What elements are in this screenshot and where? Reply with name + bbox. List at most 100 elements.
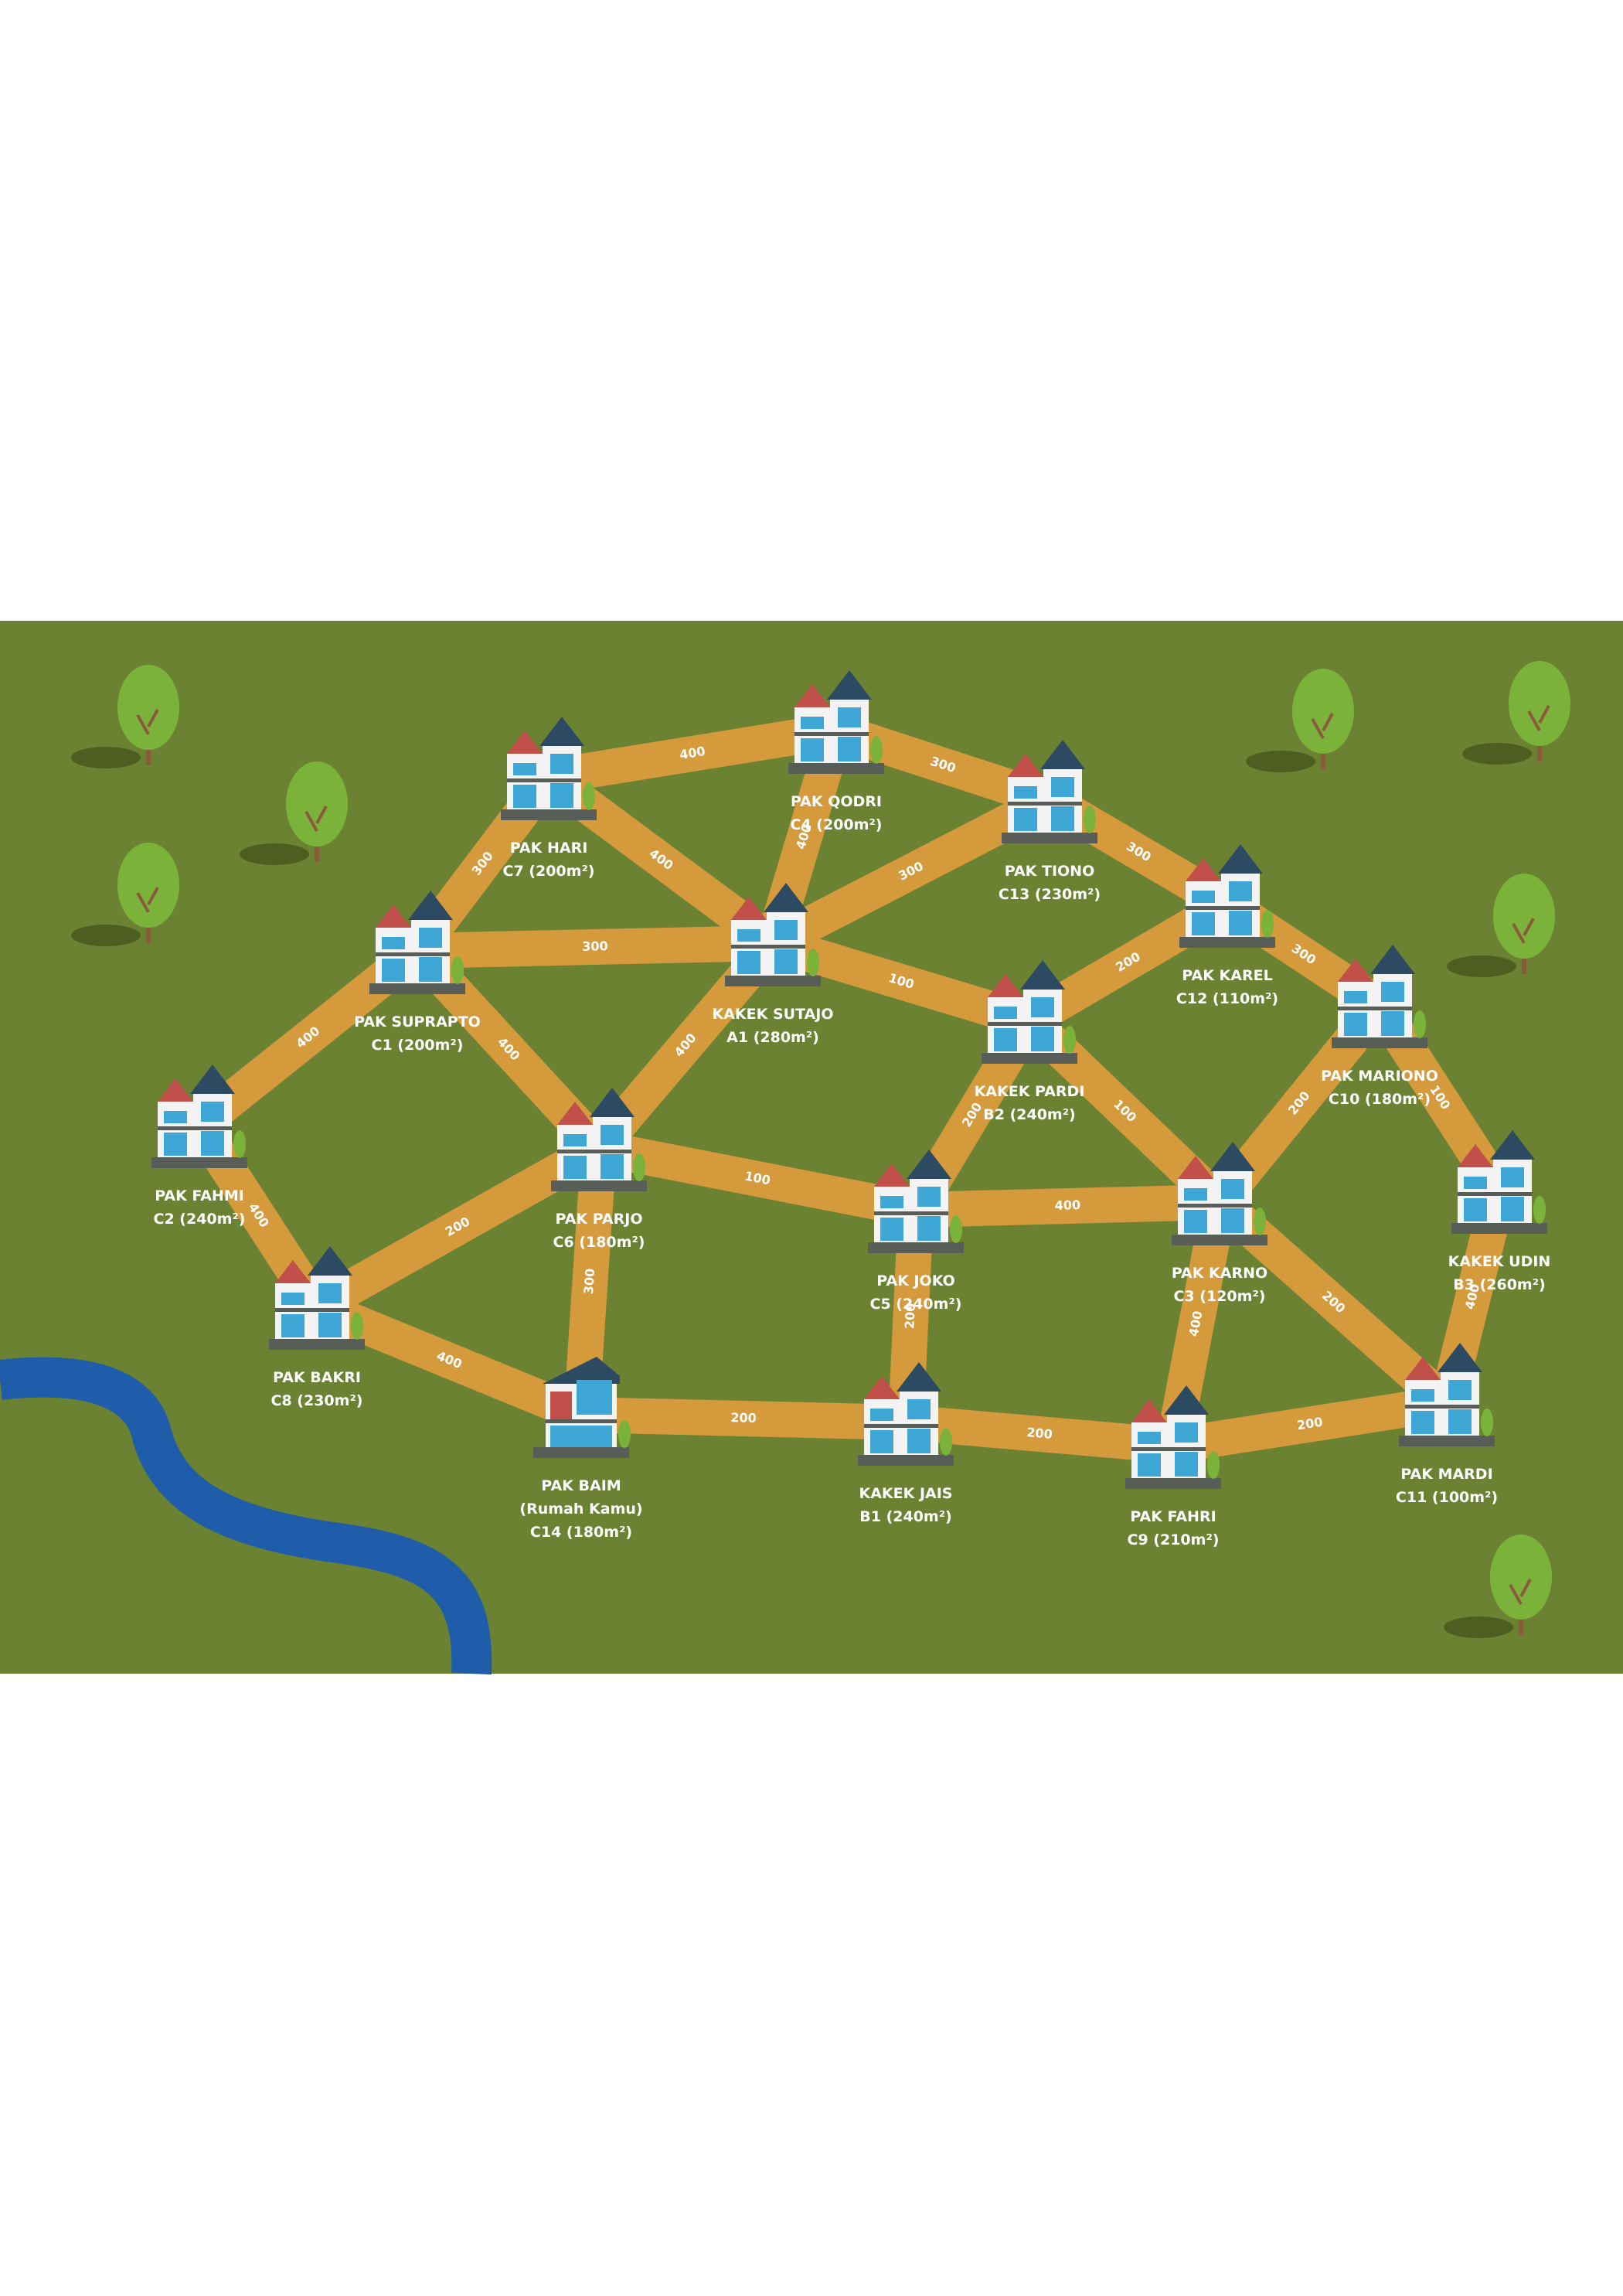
house-b3[interactable]: KAKEK UDIN B3 (260m²)	[1448, 1130, 1551, 1293]
road-segment	[308, 1132, 608, 1323]
house-code-label: C7 (200m²)	[503, 863, 595, 880]
tree-icon	[1444, 1535, 1552, 1638]
tree-icon	[71, 665, 179, 768]
house-code-label: B1 (240m²)	[859, 1508, 951, 1525]
house-code-label: C14 (180m²)	[530, 1524, 632, 1541]
house-icon	[151, 1065, 247, 1168]
house-c9[interactable]: PAK FAHRI C9 (210m²)	[1125, 1385, 1221, 1548]
house-name-label: KAKEK PARDI	[975, 1083, 1085, 1100]
house-c12[interactable]: PAK KAREL C12 (110m²)	[1176, 844, 1278, 1007]
house-icon	[868, 1150, 964, 1253]
house-name-label: PAK MARIONO	[1321, 1068, 1438, 1085]
house-code-label: C12 (110m²)	[1176, 990, 1278, 1007]
house-a1[interactable]: KAKEK SUTAJO A1 (280m²)	[713, 883, 834, 1046]
house-icon	[1179, 844, 1275, 948]
house-name-label: PAK SUPRAPTO	[354, 1013, 481, 1030]
road-segment	[915, 1184, 1220, 1228]
road-segment	[417, 925, 774, 969]
house-c14[interactable]: PAK BAIM (Rumah Kamu) C14 (180m²)	[519, 1357, 643, 1541]
river	[0, 1357, 492, 1675]
house-c1[interactable]: PAK SUPRAPTO C1 (200m²)	[354, 891, 481, 1054]
house-icon	[1125, 1385, 1221, 1489]
road-segment	[764, 784, 1058, 959]
house-icon	[551, 1088, 647, 1191]
house-c7[interactable]: PAK HARI C7 (200m²)	[501, 717, 597, 880]
house-name-label: PAK QODRI	[791, 793, 882, 810]
house-icon	[269, 1246, 365, 1350]
tree-icon	[1447, 874, 1555, 977]
house-icon	[501, 717, 597, 820]
house-code-label: C13 (230m²)	[999, 886, 1101, 903]
house-name-label: PAK FAHMI	[155, 1187, 244, 1204]
house-name-label: PAK BAIM	[541, 1477, 621, 1494]
tree-icon	[1246, 669, 1354, 772]
road-segment	[580, 1397, 907, 1440]
tree-icon	[240, 761, 348, 865]
house-icon	[725, 883, 821, 986]
house-c8[interactable]: PAK BAKRI C8 (230m²)	[269, 1246, 365, 1409]
house-b2[interactable]: KAKEK PARDI B2 (240m²)	[975, 960, 1085, 1123]
house-c13[interactable]: PAK TIONO C13 (230m²)	[999, 740, 1101, 903]
house-code-label: C9 (210m²)	[1128, 1531, 1220, 1548]
house-name-label: KAKEK SUTAJO	[713, 1006, 834, 1023]
house-name-label: KAKEK JAIS	[859, 1485, 953, 1502]
road-segment	[1170, 1385, 1450, 1463]
road-segment	[546, 713, 839, 795]
house-name-label: PAK HARI	[510, 840, 588, 857]
house-name-label: PAK KARNO	[1172, 1265, 1267, 1282]
house-icon	[788, 670, 884, 774]
road-distance-label: 200	[902, 1303, 918, 1329]
road-distance-label: 400	[1055, 1197, 1081, 1213]
house-name-label: PAK PARJO	[556, 1211, 643, 1228]
road-segment	[904, 1405, 1175, 1463]
house-code-label: B2 (240m²)	[983, 1106, 1075, 1123]
house-icon	[369, 891, 465, 994]
house-code-label: C10 (180m²)	[1329, 1091, 1431, 1108]
house-code-label: A1 (280m²)	[726, 1029, 819, 1046]
house-name-label: KAKEK UDIN	[1448, 1253, 1551, 1270]
trees	[71, 661, 1570, 1638]
house-c5[interactable]: PAK JOKO C5 (240m²)	[868, 1150, 964, 1313]
house-icon	[1002, 740, 1097, 843]
road-distance-label: 200	[1026, 1425, 1053, 1442]
house-code-label: C6 (180m²)	[553, 1234, 645, 1251]
house-name-label: PAK MARDI	[1400, 1466, 1492, 1483]
house-subtitle-label: (Rumah Kamu)	[519, 1501, 642, 1518]
house-icon	[982, 960, 1077, 1064]
house-c4[interactable]: PAK QODRI C4 (200m²)	[788, 670, 884, 833]
house-code-label: B3 (260m²)	[1453, 1276, 1545, 1293]
tree-icon	[1462, 661, 1570, 765]
house-name-label: PAK JOKO	[876, 1272, 954, 1289]
house-icon	[1332, 945, 1427, 1048]
house-c3[interactable]: PAK KARNO C3 (120m²)	[1172, 1142, 1267, 1305]
house-code-label: C4 (200m²)	[791, 816, 883, 833]
road-distance-label: 200	[1296, 1415, 1324, 1433]
house-code-label: C3 (120m²)	[1174, 1288, 1266, 1305]
house-c11[interactable]: PAK MARDI C11 (100m²)	[1396, 1343, 1498, 1506]
house-code-label: C5 (240m²)	[870, 1296, 962, 1313]
house-name-label: PAK KAREL	[1182, 967, 1272, 984]
house-c6[interactable]: PAK PARJO C6 (180m²)	[551, 1088, 647, 1251]
house-icon	[1172, 1142, 1267, 1245]
house-name-label: PAK BAKRI	[273, 1369, 361, 1386]
house-code-label: C2 (240m²)	[154, 1211, 246, 1228]
tree-icon	[71, 843, 179, 946]
house-icon	[533, 1357, 631, 1458]
house-b1[interactable]: KAKEK JAIS B1 (240m²)	[858, 1362, 954, 1525]
house-name-label: PAK FAHRI	[1130, 1508, 1216, 1525]
house-icon	[858, 1362, 954, 1466]
house-name-label: PAK TIONO	[1005, 863, 1094, 880]
road-distance-label: 300	[581, 1268, 597, 1295]
house-code-label: C1 (200m²)	[372, 1037, 464, 1054]
road-segment	[595, 1130, 920, 1228]
house-code-label: C8 (230m²)	[271, 1392, 363, 1409]
house-c2[interactable]: PAK FAHMI C2 (240m²)	[151, 1065, 247, 1228]
house-c10[interactable]: PAK MARIONO C10 (180m²)	[1321, 945, 1438, 1108]
road-distance-label: 200	[730, 1410, 757, 1426]
house-code-label: C11 (100m²)	[1396, 1489, 1498, 1506]
house-icon	[1399, 1343, 1495, 1446]
road-distance-label: 300	[582, 938, 608, 954]
house-icon	[1451, 1130, 1547, 1234]
